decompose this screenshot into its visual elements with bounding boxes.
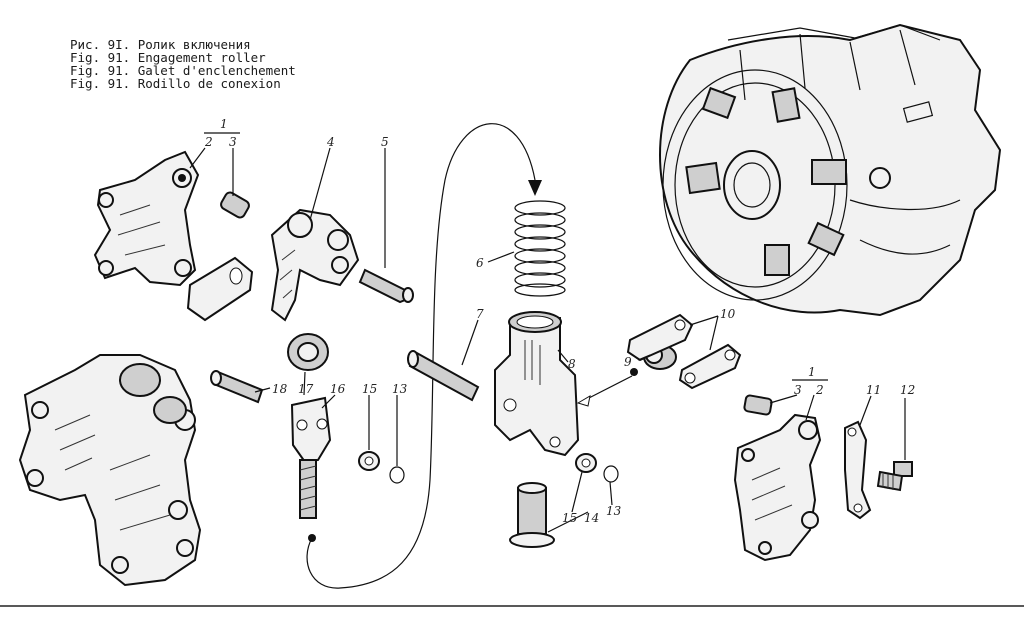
part-2-bracket-right: [733, 413, 822, 562]
pointer-line-8: [584, 375, 633, 401]
label-1-upper: 1: [220, 117, 228, 131]
part-3-bushing-upper: [220, 191, 250, 219]
label-1-right: 1: [808, 365, 816, 379]
gearbox-housing: [659, 23, 1002, 317]
part-12-bolt: [876, 461, 913, 492]
part-17-roller: [287, 333, 329, 371]
pointer-arrow-8: [576, 395, 591, 407]
label-13-a: 13: [392, 382, 408, 396]
part-5-pin: [358, 268, 414, 304]
caption-es: Fig. 91. Rodillo de conexion: [70, 76, 281, 91]
caption-en: Fig. 91. Engagement roller: [70, 50, 266, 65]
label-8: 8: [568, 357, 576, 371]
part-13-ring-b: [603, 465, 619, 483]
plate-part: [186, 256, 254, 322]
label-18: 18: [272, 382, 288, 396]
part-13-ring-a: [389, 466, 405, 484]
part-8-cylinder-housing: [494, 311, 580, 457]
part-18-pin: [210, 370, 264, 404]
label-15-b: 15: [562, 511, 577, 525]
part-6-spring: [514, 200, 566, 297]
assembly-path-line: [306, 123, 536, 589]
part-4-lever: [270, 208, 360, 322]
part-2-bracket-upper: [93, 150, 200, 287]
label-3-right: 3: [794, 383, 802, 397]
label-2-right: 2: [815, 383, 824, 397]
label-5: 5: [381, 135, 389, 149]
part-7-pin: [407, 350, 480, 402]
label-10: 10: [720, 307, 736, 321]
label-7: 7: [476, 307, 484, 321]
caption-fr: Fig. 91. Galet d'enclenchement: [70, 63, 296, 78]
label-13-b: 13: [606, 504, 622, 518]
label-3-upper: 3: [229, 135, 237, 149]
label-14: 14: [584, 511, 599, 525]
label-6: 6: [476, 256, 484, 270]
label-12: 12: [900, 383, 915, 397]
label-4: 4: [326, 135, 335, 149]
path-dot-9: [630, 368, 638, 376]
label-17: 17: [298, 382, 314, 396]
caption-ru: Рис. 9I. Ролик включения: [70, 37, 251, 52]
part-10-link-plates: [626, 313, 742, 390]
part-16-fork-bolt: [290, 396, 332, 519]
leader-lines: [189, 132, 906, 533]
part-15-washer-b: [575, 453, 597, 473]
figure-caption: Рис. 9I. Ролик включения Fig. 91. Engage…: [70, 38, 296, 90]
part-14-bushing: [509, 482, 555, 548]
label-9: 9: [624, 355, 632, 369]
arrow-head: [528, 180, 542, 196]
bracket-assembly-lower: [18, 354, 202, 587]
label-15-a: 15: [362, 382, 377, 396]
path-dot-start: [308, 534, 316, 542]
label-11: 11: [866, 383, 881, 397]
label-16: 16: [330, 382, 346, 396]
part-3-bushing-right: [743, 394, 773, 416]
part-15-washer-a: [358, 451, 380, 471]
part-11-link: [844, 420, 872, 520]
label-2-upper: 2: [204, 135, 213, 149]
